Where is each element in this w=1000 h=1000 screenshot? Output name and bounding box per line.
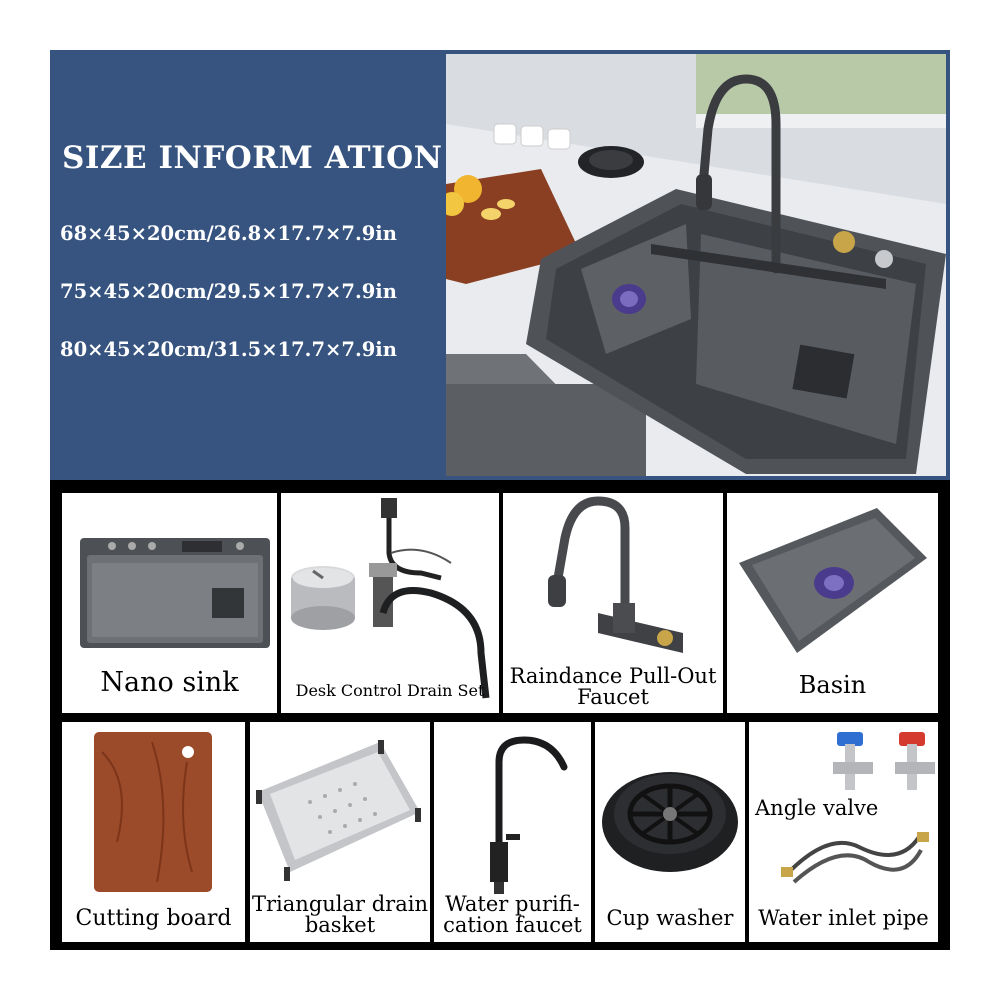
cup-washer-label: Cup washer [606, 906, 734, 930]
accessory-valve-and-pipe: Angle valve Water inlet pipe [749, 722, 938, 942]
drain-set-label: Desk Control Drain Set [295, 681, 485, 700]
angle-valve-label: Angle valve [755, 796, 879, 820]
purification-faucet-label: Water purifi- cation faucet [434, 894, 591, 936]
cutting-board-label: Cutting board [75, 906, 232, 931]
size-option-75: 75×45×20cm/29.5×17.7×7.9in [60, 280, 397, 303]
accessory-basin: Basin [727, 493, 938, 713]
cutting-board-image [94, 732, 212, 892]
drain-basket-label: Triangular drain basket [250, 894, 430, 936]
kitchen-sink-photo [446, 54, 946, 476]
water-inlet-pipe-label: Water inlet pipe [758, 906, 929, 930]
accessory-pull-out-faucet: Raindance Pull-Out Faucet [503, 493, 723, 713]
size-title: SIZE INFORM ATION [62, 140, 443, 176]
size-option-80: 80×45×20cm/31.5×17.7×7.9in [60, 338, 397, 361]
purification-faucet-image [490, 736, 568, 894]
size-information-panel: SIZE INFORM ATION 68×45×20cm/26.8×17.7×7… [50, 50, 443, 480]
accessories-grid: Nano sink Desk Control Drain Set Rainda [50, 480, 950, 950]
drain-basket-image [256, 740, 421, 881]
accessory-drain-set: Desk Control Drain Set [281, 493, 499, 713]
accessory-purification-faucet: Water purifi- cation faucet [434, 722, 591, 942]
nano-sink-label: Nano sink [100, 667, 239, 698]
basin-image [739, 508, 927, 653]
nano-sink-image [80, 538, 270, 648]
pull-out-faucet-label-line1: Raindance Pull-Out [509, 664, 717, 688]
angle-valve-image [833, 732, 935, 790]
accessory-cutting-board: Cutting board [62, 722, 245, 942]
accessory-drain-basket: Triangular drain basket [250, 722, 430, 942]
purification-faucet-label-line2: cation faucet [443, 913, 582, 937]
purification-faucet-label-line1: Water purifi- [445, 892, 580, 916]
accessory-nano-sink: Nano sink [62, 493, 277, 713]
basin-label: Basin [798, 671, 867, 699]
cup-washer-image [602, 772, 738, 872]
size-banner: SIZE INFORM ATION 68×45×20cm/26.8×17.7×7… [50, 50, 950, 480]
pull-out-faucet-image [548, 496, 683, 653]
drain-set-image [291, 498, 490, 699]
pull-out-faucet-label: Raindance Pull-Out Faucet [503, 666, 723, 708]
water-inlet-pipe-image [781, 832, 929, 884]
size-option-68: 68×45×20cm/26.8×17.7×7.9in [60, 222, 397, 245]
drain-basket-label-line1: Triangular drain [252, 892, 428, 916]
pull-out-faucet-label-line2: Faucet [577, 685, 649, 709]
drain-basket-label-line2: basket [304, 913, 376, 937]
accessory-cup-washer: Cup washer [595, 722, 745, 942]
